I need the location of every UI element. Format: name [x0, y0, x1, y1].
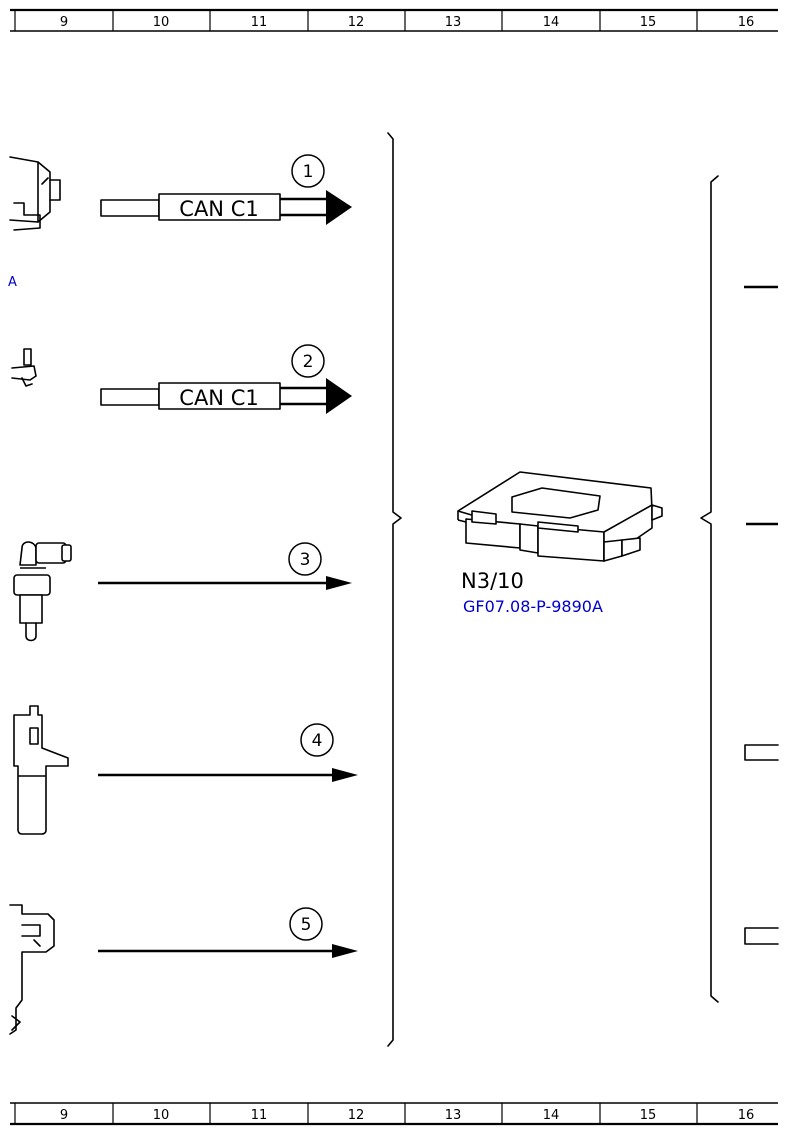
can-bus-tail-2	[100, 388, 160, 406]
signal-1: CAN C1 1	[100, 154, 352, 225]
component-3-temperature-sensor	[13, 541, 72, 642]
callout-circle-4	[300, 723, 334, 757]
signal-5: 5	[98, 907, 358, 958]
ruler-bottom-col-13: 13	[445, 1108, 462, 1123]
control-module-n3-10	[457, 471, 663, 562]
can-bus-box-2	[158, 382, 281, 410]
module-reference-link[interactable]: GF07.08-P-9890A	[463, 597, 603, 616]
arrowhead-1	[326, 190, 352, 225]
ruler-top-col-9: 9	[60, 15, 68, 30]
output-brace	[700, 175, 719, 1003]
callout-number-2: 2	[303, 352, 314, 372]
callout-circle-2	[291, 344, 325, 378]
callout-number-1: 1	[303, 162, 314, 182]
output-bus-4	[744, 927, 779, 945]
can-bus-box-1	[158, 193, 281, 221]
ruler-top-col-10: 10	[153, 15, 170, 30]
module-designation: N3/10	[461, 569, 524, 593]
ruler-bottom-col-16: 16	[738, 1108, 755, 1123]
ruler-bottom-col-14: 14	[543, 1108, 560, 1123]
can-bus-label-2: CAN C1	[179, 386, 258, 410]
callout-number-5: 5	[301, 915, 312, 935]
can-bus-label-1: CAN C1	[179, 197, 258, 221]
component-2-fragment	[11, 348, 37, 387]
top-ruler: 9 10 11 12 13 14 15 16	[10, 8, 778, 32]
callout-circle-5	[289, 907, 323, 941]
arrowhead-5	[332, 944, 358, 958]
left-reference-fragment: A	[8, 275, 17, 290]
ruler-top-col-11: 11	[251, 15, 268, 30]
output-bus-3	[744, 744, 779, 761]
ruler-top-col-12: 12	[348, 15, 365, 30]
signal-3: 3	[98, 542, 352, 590]
bottom-ruler: 9 10 11 12 13 14 15 16	[10, 1102, 778, 1126]
ruler-top-col-16: 16	[738, 15, 755, 30]
arrowhead-4	[332, 768, 358, 782]
ruler-bottom-col-9: 9	[60, 1108, 68, 1123]
component-1-fragment	[9, 156, 61, 231]
signal-4: 4	[98, 723, 358, 782]
arrowhead-3	[326, 576, 352, 590]
ruler-bottom-col-12: 12	[348, 1108, 365, 1123]
ruler-top-col-13: 13	[445, 15, 462, 30]
component-5-fragment	[9, 904, 55, 1035]
arrowhead-2	[326, 378, 352, 414]
component-4-speed-sensor	[13, 705, 69, 835]
ruler-top-col-14: 14	[543, 15, 560, 30]
callout-circle-3	[288, 542, 322, 576]
ruler-bottom-col-15: 15	[640, 1108, 657, 1123]
ruler-bottom-col-11: 11	[251, 1108, 268, 1123]
ruler-bottom-col-10: 10	[153, 1108, 170, 1123]
callout-circle-1	[291, 154, 325, 188]
ruler-top-col-15: 15	[640, 15, 657, 30]
callout-number-3: 3	[300, 550, 311, 570]
signal-2: CAN C1 2	[100, 344, 352, 414]
input-brace	[387, 132, 402, 1047]
callout-number-4: 4	[312, 731, 323, 751]
can-bus-tail-1	[100, 199, 160, 217]
